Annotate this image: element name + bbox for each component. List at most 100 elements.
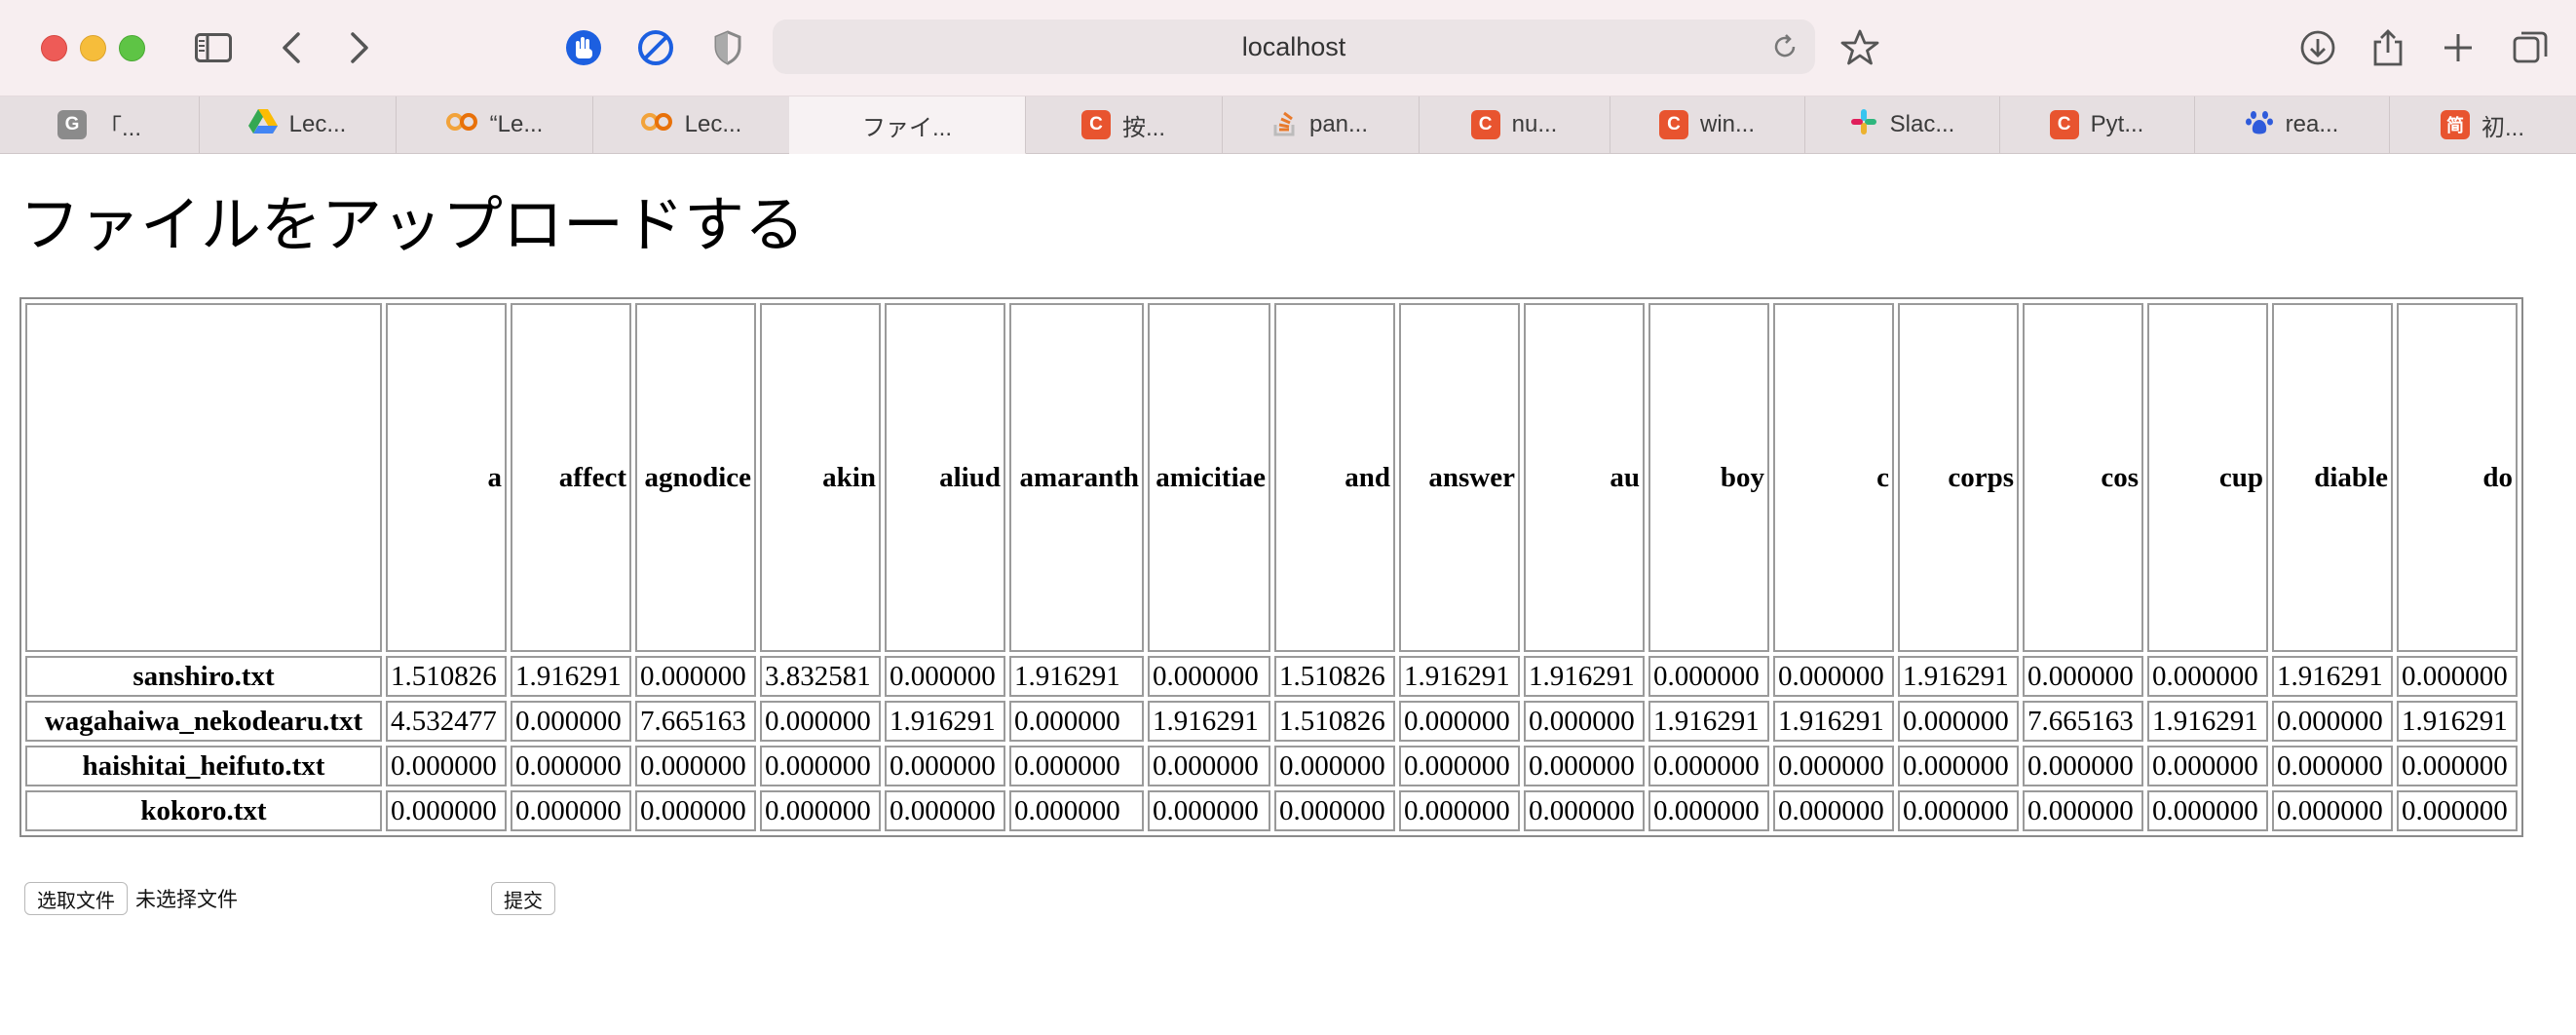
reload-icon[interactable] (1770, 32, 1799, 61)
tab-stackoverflow[interactable]: pan... (1222, 96, 1420, 153)
choose-file-button[interactable]: 选取文件 (24, 882, 128, 915)
blocker-extension-icon[interactable] (633, 25, 678, 70)
table-cell: 0.000000 (1009, 746, 1144, 786)
csdn-favicon-icon: C (1080, 110, 1111, 139)
table-cell: 0.000000 (2147, 656, 2268, 697)
table-cell: 4.532477 (386, 701, 507, 742)
tab-label: 初... (2481, 114, 2524, 141)
table-cell: 0.000000 (1773, 790, 1894, 831)
table-cell: 0.000000 (885, 790, 1005, 831)
slack-icon (1849, 107, 1878, 143)
column-header: aliud (885, 303, 1005, 652)
column-header: corps (1898, 303, 2019, 652)
google-favicon-icon: G (57, 110, 87, 139)
table-cell: 0.000000 (760, 701, 881, 742)
downloads-icon[interactable] (2295, 25, 2340, 70)
table-cell: 1.510826 (1274, 701, 1395, 742)
zoom-window-button[interactable] (119, 35, 145, 61)
table-cell: 0.000000 (1399, 701, 1520, 742)
tab-label: 按... (1121, 114, 1165, 141)
back-icon[interactable] (269, 25, 314, 70)
tab-csdn-1[interactable]: C 按... (1025, 96, 1223, 153)
tab-baidu[interactable]: rea... (2194, 96, 2390, 153)
tab-csdn-2[interactable]: C nu... (1419, 96, 1610, 153)
share-icon[interactable] (2366, 25, 2410, 70)
minimize-window-button[interactable] (80, 35, 106, 61)
column-header: diable (2272, 303, 2393, 652)
url-text: localhost (1241, 31, 1346, 61)
table-cell: 0.000000 (1399, 746, 1520, 786)
column-header: au (1524, 303, 1645, 652)
tab-slack[interactable]: Slac... (1804, 96, 2000, 153)
tab-overview-icon[interactable] (2508, 25, 2553, 70)
column-header: amicitiae (1148, 303, 1270, 652)
table-cell: 0.000000 (760, 746, 881, 786)
table-cell: 0.000000 (1773, 656, 1894, 697)
submit-button[interactable]: 提交 (491, 882, 555, 915)
tab-label: win... (1699, 111, 1755, 137)
table-cell: 0.000000 (2023, 656, 2143, 697)
table-cell: 0.000000 (1524, 746, 1645, 786)
table-cell: 1.916291 (1773, 701, 1894, 742)
table-cell: 0.000000 (386, 746, 507, 786)
table-cell: 0.000000 (511, 746, 631, 786)
row-index-label: wagahaiwa_nekodearu.txt (25, 701, 382, 742)
bookmark-star-icon[interactable] (1837, 25, 1882, 70)
column-header: boy (1648, 303, 1769, 652)
extension-hand-icon[interactable] (561, 25, 606, 70)
colab-icon (640, 111, 673, 139)
tab-csdn-3[interactable]: C win... (1610, 96, 1805, 153)
tab-drive-lecture[interactable]: Lec... (199, 96, 397, 153)
table-cell: 0.000000 (2147, 746, 2268, 786)
close-window-button[interactable] (41, 35, 67, 61)
tab-google[interactable]: G 「... (0, 96, 200, 153)
table-cell: 0.000000 (760, 790, 881, 831)
row-index-label: haishitai_heifuto.txt (25, 746, 382, 786)
table-cell: 0.000000 (386, 790, 507, 831)
tab-label: Lec... (684, 111, 742, 137)
table-header-row: a affect agnodice akin aliud amaranth am… (25, 303, 2518, 652)
tab-label: 「... (97, 114, 141, 141)
column-header: do (2397, 303, 2518, 652)
tab-jianshu[interactable]: 简 初... (2389, 96, 2576, 153)
new-tab-icon[interactable] (2436, 25, 2481, 70)
table-cell: 0.000000 (2023, 790, 2143, 831)
csdn-favicon-icon: C (1658, 110, 1688, 139)
column-header: affect (511, 303, 631, 652)
forward-icon[interactable] (337, 25, 382, 70)
tab-file-upload-active[interactable]: ファイ... (789, 96, 1026, 154)
tab-colab-1[interactable]: “Le... (396, 96, 593, 153)
tab-label: Slac... (1889, 111, 1955, 137)
sidebar-toggle-icon[interactable] (191, 25, 236, 70)
privacy-shield-icon[interactable] (705, 25, 750, 70)
tab-label: Pyt... (2090, 111, 2144, 137)
tab-label: rea... (2285, 111, 2339, 137)
table-cell: 1.510826 (1274, 656, 1395, 697)
column-header: a (386, 303, 507, 652)
table-cell: 1.510826 (386, 656, 507, 697)
table-cell: 0.000000 (2272, 746, 2393, 786)
table-cell: 7.665163 (2023, 701, 2143, 742)
table-cell: 0.000000 (1009, 701, 1144, 742)
tab-csdn-4[interactable]: C Pyt... (1999, 96, 2195, 153)
table-cell: 0.000000 (1648, 790, 1769, 831)
csdn-favicon-icon: C (1470, 110, 1500, 139)
baidu-paw-icon (2245, 107, 2274, 143)
table-cell: 1.916291 (2397, 701, 2518, 742)
address-bar[interactable]: localhost (773, 19, 1815, 74)
table-cell: 1.916291 (1898, 656, 2019, 697)
tab-label: ファイ... (861, 114, 952, 141)
row-index-label: kokoro.txt (25, 790, 382, 831)
table-cell: 0.000000 (2272, 701, 2393, 742)
tab-colab-2[interactable]: Lec... (592, 96, 790, 153)
tab-label: “Le... (489, 111, 544, 137)
table-cell: 0.000000 (511, 790, 631, 831)
table-cell: 0.000000 (1773, 746, 1894, 786)
table-cell: 1.916291 (1399, 656, 1520, 697)
tab-label: nu... (1511, 111, 1558, 137)
row-index-label: sanshiro.txt (25, 656, 382, 697)
table-cell: 0.000000 (1898, 746, 2019, 786)
